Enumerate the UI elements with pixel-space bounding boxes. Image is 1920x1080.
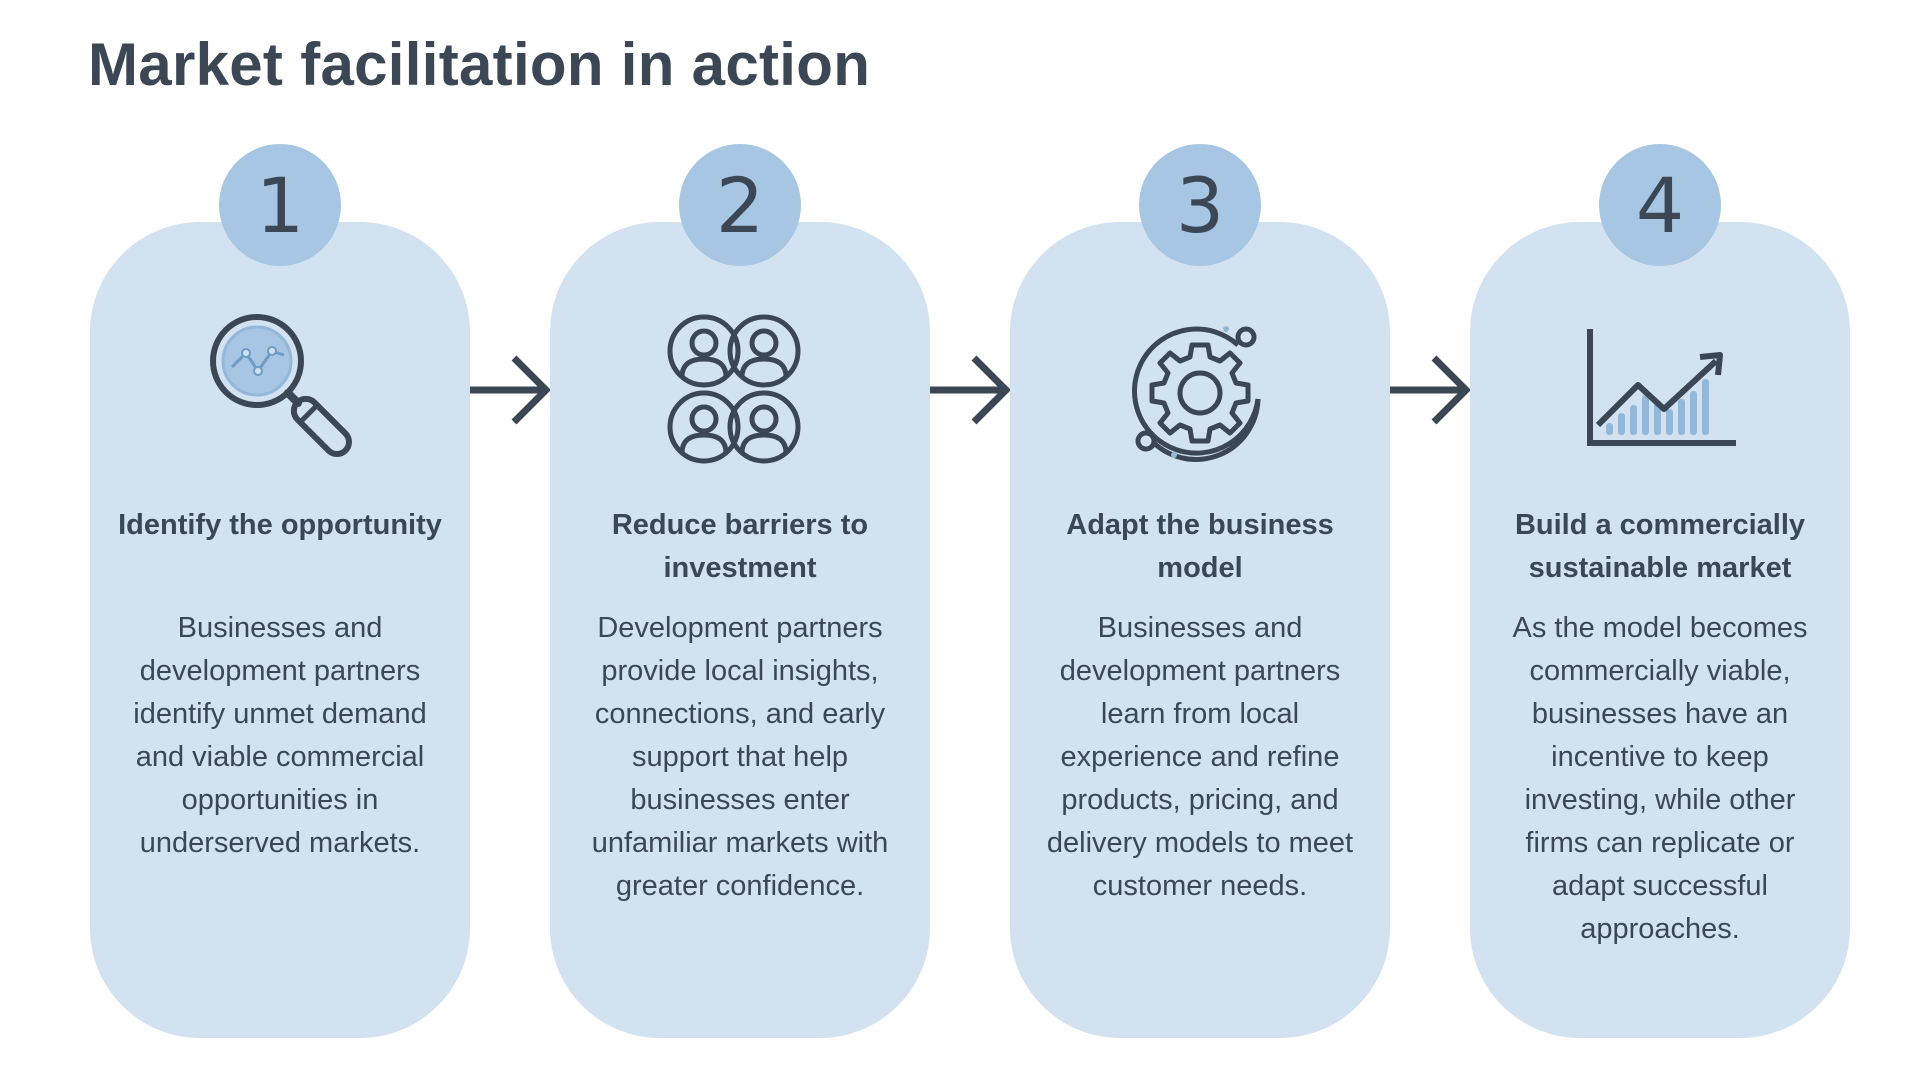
step-description: Businesses and development partners iden…	[133, 612, 427, 859]
step-number-badge: 4	[1599, 144, 1721, 266]
growth-chart-icon	[1587, 329, 1736, 446]
arrow-right-icon	[1390, 355, 1470, 425]
step-card-background	[1470, 222, 1850, 1038]
arrow-right-icon	[470, 355, 550, 425]
step-card-background	[550, 222, 930, 1038]
magnifier-chart-icon	[210, 314, 352, 457]
step-description: Development partners provide local insig…	[591, 612, 889, 902]
step-description: Businesses and development partners lear…	[1046, 612, 1354, 902]
step-description: As the model becomes commercially viable…	[1512, 612, 1808, 945]
step-card-background	[1010, 222, 1390, 1038]
page-title: Market facilitation in action	[88, 31, 871, 98]
step-title: Identify the opportunity	[118, 509, 442, 541]
step-title: Adapt the business model	[1066, 509, 1334, 584]
step-number-badge: 1	[219, 144, 341, 266]
gear-cycle-icon	[1132, 326, 1261, 462]
step-title: Build a commercially sustainable market	[1514, 509, 1806, 584]
people-group-icon	[667, 314, 801, 464]
step-title: Reduce barriers to investment	[611, 509, 869, 584]
step-number-badge: 2	[679, 144, 801, 266]
arrow-right-icon	[930, 355, 1010, 425]
step-number-badge: 3	[1139, 144, 1261, 266]
